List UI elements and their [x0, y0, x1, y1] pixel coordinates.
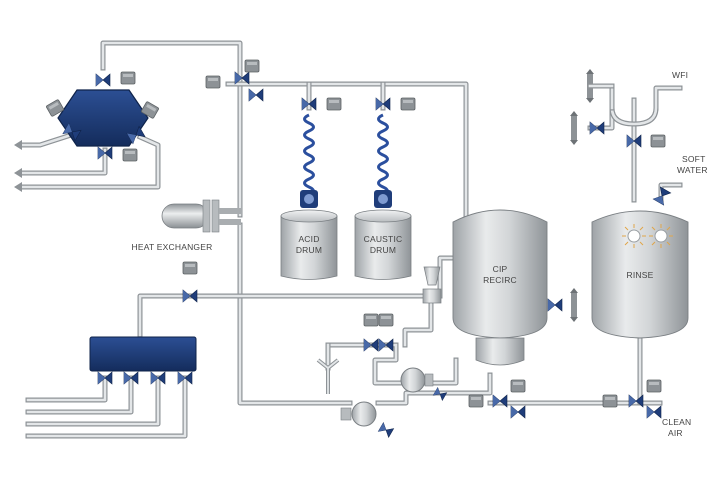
- supply-actuator[interactable]: [182, 261, 198, 275]
- rinse-outlet-actuator-left[interactable]: [602, 394, 618, 408]
- cip-label-1: CIP: [493, 264, 508, 274]
- caustic-drum-label-1: CAUSTIC: [364, 234, 403, 244]
- main-actuator[interactable]: [205, 75, 221, 89]
- drain-tee: [316, 358, 340, 394]
- cip-outlet-actuator-top[interactable]: [510, 379, 526, 393]
- hex-actuator-bottom[interactable]: [122, 148, 138, 162]
- soft-water-valve[interactable]: [652, 186, 672, 206]
- top-main-valve-group: [205, 59, 264, 102]
- pair-valve-2[interactable]: [378, 338, 394, 352]
- hex-valve-top[interactable]: [95, 73, 111, 87]
- pair-actuator-1[interactable]: [363, 313, 379, 327]
- acid-drum-label-1: ACID: [298, 234, 319, 244]
- cip-outlet-valve-2[interactable]: [510, 405, 526, 419]
- cip-recirc-tank: CIP RECIRC: [422, 209, 578, 366]
- rinse-outlet-valve-2[interactable]: [646, 405, 662, 419]
- outlet-arrows: [14, 140, 22, 192]
- soft-water-label-1: SOFT: [682, 154, 705, 164]
- supply-pump[interactable]: [340, 401, 395, 438]
- supply-manifold: [89, 336, 197, 385]
- cip-label-2: RECIRC: [483, 275, 517, 285]
- wfi-inlet: WFI: [570, 69, 688, 148]
- rinse-label: RINSE: [627, 270, 654, 280]
- pair-valve-1[interactable]: [363, 338, 379, 352]
- acid-drum-label-2: DRUM: [296, 245, 322, 255]
- recirc-pump[interactable]: [400, 367, 448, 401]
- heat-exchanger: HEAT EXCHANGER: [132, 199, 241, 252]
- spray-ball-left: [622, 224, 646, 248]
- main-actuator-2[interactable]: [244, 59, 260, 73]
- caustic-drum-label-2: DRUM: [370, 245, 396, 255]
- wfi-vent-side[interactable]: [570, 111, 578, 145]
- supply-line-valve: [182, 261, 198, 303]
- soft-water-inlet: SOFT WATER: [652, 154, 708, 206]
- rinse-outlet-valves: CLEAN AIR: [602, 379, 691, 438]
- cip-outlet-actuator-left[interactable]: [468, 394, 484, 408]
- rinse-outlet-actuator-top[interactable]: [646, 379, 662, 393]
- soft-water-label-2: WATER: [677, 165, 708, 175]
- heat-exchanger-label: HEAT EXCHANGER: [132, 242, 213, 252]
- acid-drum-assembly: ACID DRUM: [280, 97, 342, 280]
- valve-cluster-hexagon: [45, 71, 160, 162]
- cip-spray-inlet: [422, 266, 442, 304]
- pair-actuator-2[interactable]: [378, 313, 394, 327]
- wfi-label: WFI: [672, 70, 688, 80]
- spray-ball-right: [649, 224, 673, 248]
- cip-side-vent[interactable]: [570, 288, 578, 322]
- cip-outlet-valves: [468, 379, 526, 419]
- clean-air-label-1: CLEAN: [662, 417, 691, 427]
- supply-valve[interactable]: [182, 289, 198, 303]
- caustic-drum-assembly: CAUSTIC DRUM: [354, 97, 416, 280]
- wfi-actuator[interactable]: [650, 134, 666, 148]
- wfi-drain-valve[interactable]: [589, 121, 605, 135]
- clean-air-label-2: AIR: [668, 428, 683, 438]
- chemical-valve-pair: [316, 313, 394, 394]
- main-valve-2[interactable]: [248, 88, 264, 102]
- acid-actuator[interactable]: [326, 97, 342, 111]
- cip-side-valve[interactable]: [547, 298, 563, 312]
- hex-actuator-top[interactable]: [120, 71, 136, 85]
- caustic-actuator[interactable]: [400, 97, 416, 111]
- rinse-tank: RINSE: [591, 210, 689, 339]
